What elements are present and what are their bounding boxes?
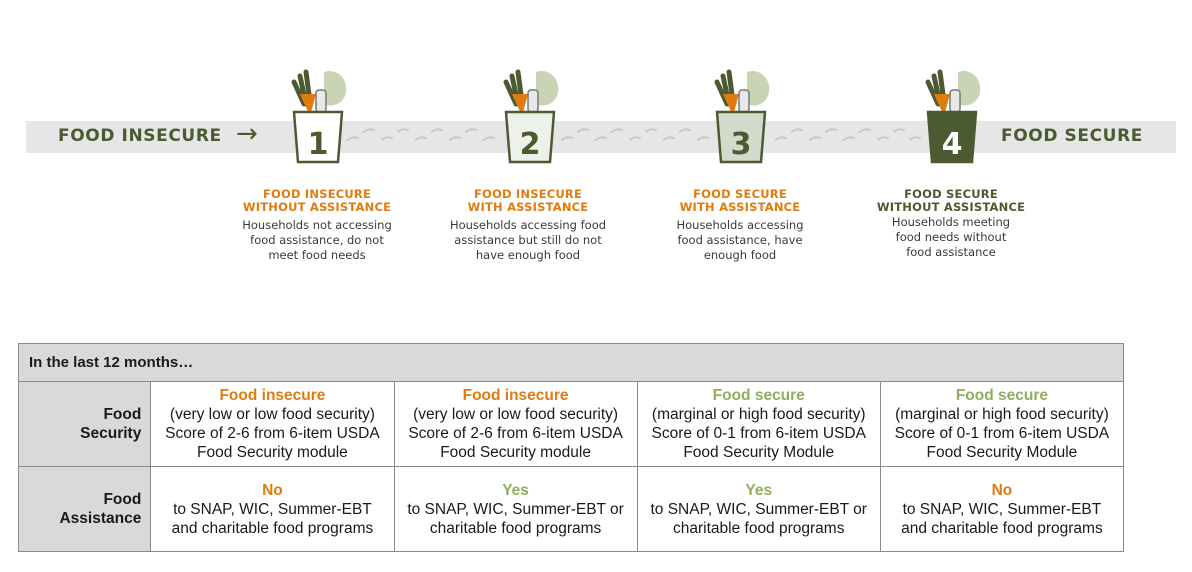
stage-title: WITH ASSISTANCE [679,200,801,214]
assistance-cell: Yes to SNAP, WIC, Summer-EBT or charitab… [393,466,638,552]
stage-title: WITHOUT ASSISTANCE [876,200,1026,214]
cell-line: (very low or low food security) [169,406,375,423]
row-label-line: Food [103,406,142,423]
cell-line: and charitable food programs [171,519,374,537]
cell-line: (very low or low food security) [413,406,619,423]
cell-line: Score of 0-1 from 6-item USDA [651,425,866,442]
stage-desc-line: assistance but still do not [454,233,602,247]
assistance-answer: No [991,481,1013,499]
stage-desc-line: Households not accessing [242,218,392,232]
cell-line: Food Security module [440,444,591,461]
stage-desc-line: food assistance, do not [250,233,384,247]
row-label-food-assistance: Food Assistance [17,466,152,552]
table-row: Food Assistance No to SNAP, WIC, Summer-… [17,466,1125,552]
stage-number: 3 [731,127,752,162]
stage-desc-line: Households accessing [676,218,804,232]
stage-title: WITHOUT ASSISTANCE [242,200,392,214]
cell-line: to SNAP, WIC, Summer-EBT [173,500,372,518]
stage-3-caption: FOOD SECURE WITH ASSISTANCE Households a… [640,188,840,263]
security-cell: Food insecure (very low or low food secu… [393,381,638,467]
band-left-label: FOOD INSECURE [58,126,222,146]
footprints-icon [347,128,495,141]
footprints-icon [561,128,709,141]
cell-line: (marginal or high food security) [895,406,1109,423]
row-label-line: Food [103,491,142,508]
grocery-bag-icon: 3 [714,69,770,164]
grocery-bag-icon: 2 [503,69,559,164]
band-right-label: FOOD SECURE [1001,126,1143,146]
stage-title: FOOD INSECURE [473,187,583,201]
assistance-cell: No to SNAP, WIC, Summer-EBT and charitab… [879,466,1125,552]
assistance-answer: Yes [745,481,773,499]
cell-line: charitable food programs [673,519,845,537]
cell-line: Food Security Module [926,444,1078,461]
stage-number: 4 [942,127,963,162]
security-cell: Food insecure (very low or low food secu… [150,381,395,467]
table-header: In the last 12 months… [18,343,1124,382]
assistance-cell: No to SNAP, WIC, Summer-EBT and charitab… [150,466,395,552]
stage-desc-line: food assistance, have [677,233,803,247]
assistance-cell: Yes to SNAP, WIC, Summer-EBT or charitab… [636,466,881,552]
stage-desc-line: meet food needs [268,248,366,262]
grocery-bag-icon: 4 [925,69,981,164]
cell-line: (marginal or high food security) [651,406,866,423]
row-label-line: Assistance [59,510,142,527]
stage-desc-line: Households accessing food [449,218,607,232]
footprints-icon [775,128,921,141]
stage-1-caption: FOOD INSECURE WITHOUT ASSISTANCE Househo… [217,188,417,263]
stage-number: 2 [520,127,541,162]
cell-line: and charitable food programs [901,519,1103,537]
cell-line: Food Security Module [683,444,835,461]
stage-title: FOOD SECURE [693,187,787,201]
cell-line: Score of 2-6 from 6-item USDA [165,425,380,442]
stage-desc-line: enough food [703,248,777,262]
assistance-answer: No [262,481,283,499]
stage-desc-line: food needs without [895,230,1007,244]
cell-line: to SNAP, WIC, Summer-EBT or [407,500,624,518]
security-cell: Food secure (marginal or high food secur… [879,381,1125,467]
cell-line: Food Security module [197,444,348,461]
security-status: Food secure [712,387,805,404]
stage-desc-line: have enough food [475,248,581,262]
stage-title: FOOD INSECURE [262,187,372,201]
row-label-line: Security [80,425,142,442]
assistance-answer: Yes [502,481,529,499]
arrow-right-icon: → [236,119,258,149]
security-status: Food insecure [219,387,326,404]
cell-line: to SNAP, WIC, Summer-EBT or [650,500,867,518]
security-status: Food secure [955,387,1048,404]
food-security-table: In the last 12 months… Food Security Foo… [17,343,1125,552]
cell-line: charitable food programs [429,519,602,537]
table-row: Food Security Food insecure (very low or… [17,381,1125,467]
stage-desc-line: Households meeting [891,215,1011,229]
stage-title: WITH ASSISTANCE [467,200,589,214]
stage-desc-line: food assistance [906,245,996,259]
stage-title: FOOD SECURE [904,187,998,201]
cell-line: Score of 2-6 from 6-item USDA [408,425,623,442]
cell-line: to SNAP, WIC, Summer-EBT [902,500,1102,518]
stage-number: 1 [308,127,329,162]
row-label-food-security: Food Security [17,381,152,467]
security-cell: Food secure (marginal or high food secur… [636,381,881,467]
stage-2-caption: FOOD INSECURE WITH ASSISTANCE Households… [428,188,628,263]
cell-line: Score of 0-1 from 6-item USDA [894,425,1110,442]
grocery-bag-icon: 1 [291,69,347,164]
stage-4-caption: FOOD SECURE WITHOUT ASSISTANCE Household… [851,188,1051,260]
security-status: Food insecure [462,387,569,404]
